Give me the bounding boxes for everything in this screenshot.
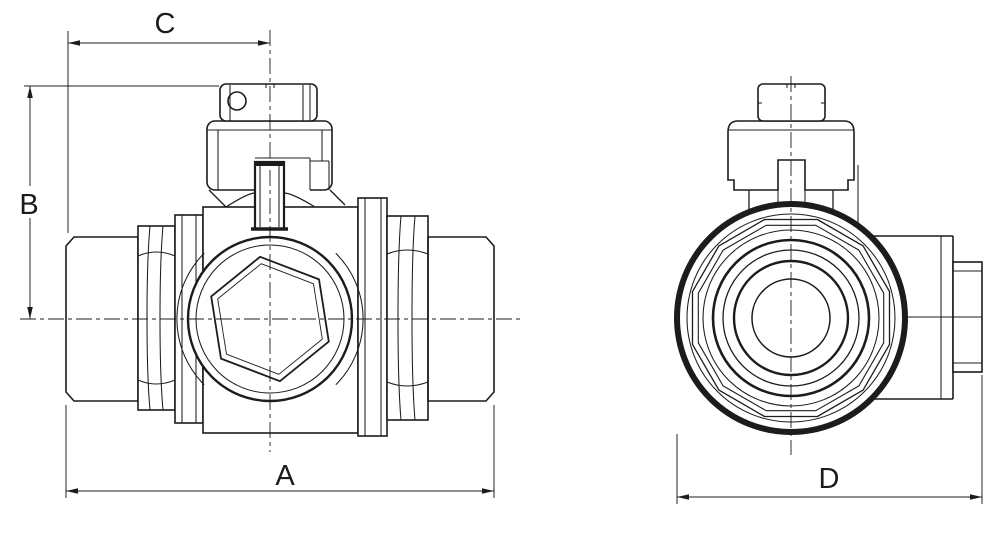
valve-stem <box>251 157 311 231</box>
dimension-d-label: D <box>819 463 840 495</box>
left-hex-nut <box>137 225 176 411</box>
nut-facets-outer <box>691 218 891 418</box>
dimension-a-label: A <box>275 460 295 492</box>
dimension-b: B <box>16 85 219 319</box>
dimension-c: C <box>67 8 270 233</box>
dimensions: C B A D <box>16 8 983 504</box>
right-thread <box>427 236 495 402</box>
end-handle-cap <box>757 83 826 122</box>
right-hex-nut <box>386 215 429 421</box>
hex-socket-inner <box>217 263 323 375</box>
handle-cap <box>219 83 318 122</box>
end-view <box>674 76 983 455</box>
nut-facets-inner <box>697 224 885 412</box>
dimension-b-label: B <box>19 189 38 221</box>
dimension-c-label: C <box>155 8 176 40</box>
handle-pin-hole <box>227 91 247 111</box>
dimension-a: A <box>65 405 495 498</box>
hex-socket-outer <box>210 255 330 383</box>
right-flange-band <box>357 197 388 437</box>
dimension-d: D <box>676 375 983 504</box>
neck-dome <box>208 189 346 208</box>
side-view <box>20 30 520 452</box>
